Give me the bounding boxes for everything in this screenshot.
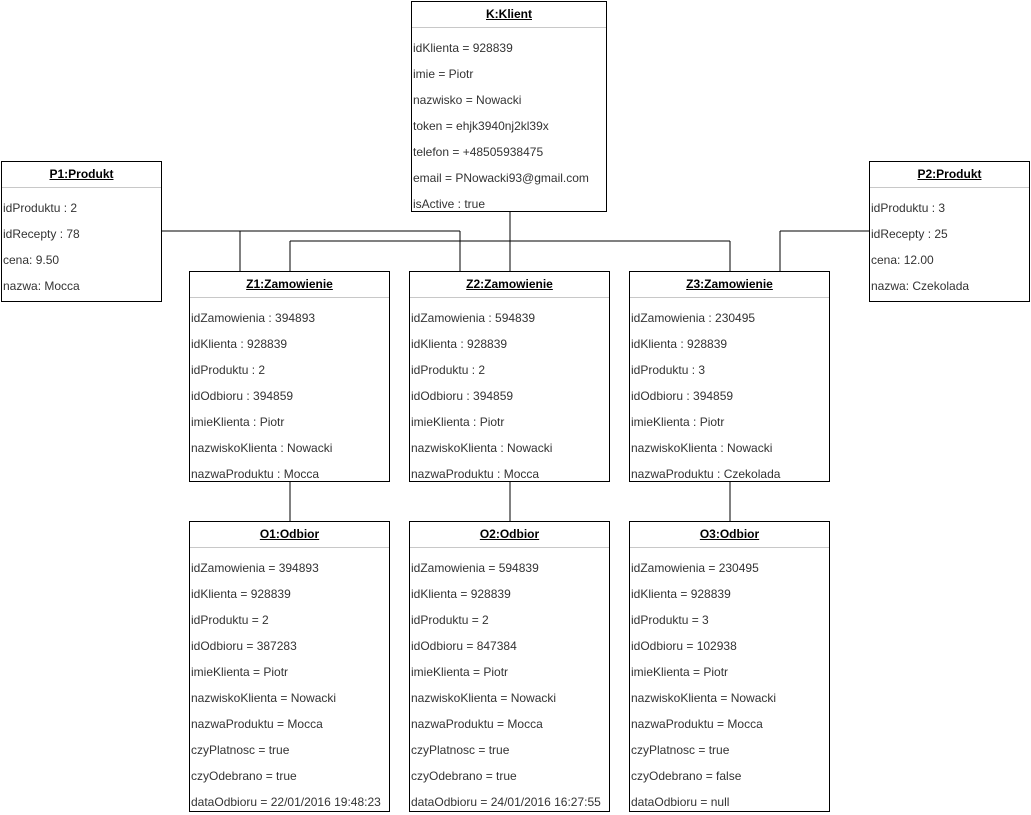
attribute: nazwiskoKlienta = Nowacki <box>631 691 777 705</box>
attribute: idKlienta = 928839 <box>413 41 513 55</box>
attribute: telefon = +48505938475 <box>413 145 544 159</box>
attribute: czyPlatnosc = true <box>411 743 510 757</box>
object-o3-odbior: O3:Odbior idZamowienia = 230495 idKlient… <box>629 521 830 812</box>
attribute: idProduktu : 3 <box>871 201 946 215</box>
attribute: nazwiskoKlienta : Nowacki <box>411 441 553 455</box>
attribute: imie = Piotr <box>413 67 474 81</box>
object-title: Z3:Zamowienie <box>630 272 829 298</box>
attribute-list: idZamowienia : 394893 idKlienta : 928839… <box>190 298 389 487</box>
attribute: nazwaProduktu : Mocca <box>191 467 320 481</box>
attribute: idKlienta = 928839 <box>631 587 731 601</box>
attribute: imieKlienta : Piotr <box>191 415 285 429</box>
attribute: cena: 12.00 <box>871 253 934 267</box>
object-z2-zamowienie: Z2:Zamowienie idZamowienia : 594839 idKl… <box>409 271 610 482</box>
attribute: token = ehjk3940nj2kl39x <box>413 119 549 133</box>
attribute: imieKlienta = Piotr <box>411 665 509 679</box>
attribute: nazwaProduktu : Mocca <box>411 467 540 481</box>
attribute: nazwisko = Nowacki <box>413 93 522 107</box>
attribute: idProduktu = 2 <box>191 613 269 627</box>
object-p1-produkt: P1:Produkt idProduktu : 2 idRecepty : 78… <box>1 161 162 302</box>
attribute: dataOdbioru = 22/01/2016 19:48:23 <box>191 795 381 809</box>
object-title: O3:Odbior <box>630 522 829 548</box>
attribute: idZamowienia = 594839 <box>411 561 539 575</box>
attribute: idOdbioru = 102938 <box>631 639 737 653</box>
attribute: czyPlatnosc = true <box>191 743 290 757</box>
object-k-klient: K:Klient idKlienta = 928839 imie = Piotr… <box>411 1 607 212</box>
object-o2-odbior: O2:Odbior idZamowienia = 594839 idKlient… <box>409 521 610 812</box>
attribute: czyOdebrano = false <box>631 769 742 783</box>
attribute: dataOdbioru = null <box>631 795 730 809</box>
attribute: nazwiskoKlienta = Nowacki <box>411 691 557 705</box>
attribute: imieKlienta : Piotr <box>411 415 505 429</box>
attribute: idZamowienia : 230495 <box>631 311 756 325</box>
object-o1-odbior: O1:Odbior idZamowienia = 394893 idKlient… <box>189 521 390 812</box>
attribute: idProduktu : 2 <box>411 363 486 377</box>
attribute: idOdbioru = 387283 <box>191 639 297 653</box>
attribute: idOdbioru : 394859 <box>411 389 514 403</box>
object-title: P1:Produkt <box>2 162 161 188</box>
object-z1-zamowienie: Z1:Zamowienie idZamowienia : 394893 idKl… <box>189 271 390 482</box>
attribute: idRecepty : 78 <box>3 227 80 241</box>
attribute: czyPlatnosc = true <box>631 743 730 757</box>
object-title: K:Klient <box>412 2 606 28</box>
attribute: imieKlienta : Piotr <box>631 415 725 429</box>
attribute: nazwa: Czekolada <box>871 279 970 293</box>
attribute: imieKlienta = Piotr <box>191 665 289 679</box>
attribute: idProduktu = 2 <box>411 613 489 627</box>
attribute: idKlienta : 928839 <box>411 337 508 351</box>
attribute: idRecepty : 25 <box>871 227 948 241</box>
attribute-list: idZamowienia = 230495 idKlienta = 928839… <box>630 548 829 815</box>
attribute: idZamowienia = 230495 <box>631 561 759 575</box>
attribute: nazwaProduktu = Mocca <box>411 717 543 731</box>
attribute-list: idProduktu : 2 idRecepty : 78 cena: 9.50… <box>2 188 161 299</box>
object-title: O2:Odbior <box>410 522 609 548</box>
attribute: nazwaProduktu = Mocca <box>191 717 323 731</box>
object-title: P2:Produkt <box>870 162 1029 188</box>
attribute: idProduktu : 2 <box>191 363 266 377</box>
attribute: nazwiskoKlienta = Nowacki <box>191 691 337 705</box>
object-title: Z1:Zamowienie <box>190 272 389 298</box>
attribute: idZamowienia = 394893 <box>191 561 319 575</box>
attribute: idOdbioru : 394859 <box>191 389 294 403</box>
attribute: idKlienta = 928839 <box>191 587 291 601</box>
attribute: czyOdebrano = true <box>191 769 297 783</box>
attribute: idKlienta : 928839 <box>631 337 728 351</box>
attribute: idKlienta : 928839 <box>191 337 288 351</box>
attribute: idOdbioru : 394859 <box>631 389 734 403</box>
attribute: isActive : true <box>413 197 486 211</box>
attribute: czyOdebrano = true <box>411 769 517 783</box>
attribute: idProduktu = 3 <box>631 613 709 627</box>
attribute: nazwiskoKlienta : Nowacki <box>191 441 333 455</box>
attribute: nazwaProduktu = Mocca <box>631 717 763 731</box>
attribute: idProduktu : 3 <box>631 363 706 377</box>
attribute: idZamowienia : 594839 <box>411 311 536 325</box>
attribute: imieKlienta = Piotr <box>631 665 729 679</box>
attribute: idProduktu : 2 <box>3 201 78 215</box>
object-title: Z2:Zamowienie <box>410 272 609 298</box>
attribute: idKlienta = 928839 <box>411 587 511 601</box>
attribute-list: idZamowienia : 594839 idKlienta : 928839… <box>410 298 609 487</box>
attribute: cena: 9.50 <box>3 253 60 267</box>
attribute-list: idZamowienia = 594839 idKlienta = 928839… <box>410 548 609 815</box>
attribute-list: idZamowienia : 230495 idKlienta : 928839… <box>630 298 829 487</box>
attribute: dataOdbioru = 24/01/2016 16:27:55 <box>411 795 601 809</box>
attribute: nazwaProduktu : Czekolada <box>631 467 781 481</box>
attribute: idOdbioru = 847384 <box>411 639 517 653</box>
attribute: idZamowienia : 394893 <box>191 311 316 325</box>
object-p2-produkt: P2:Produkt idProduktu : 3 idRecepty : 25… <box>869 161 1030 302</box>
object-title: O1:Odbior <box>190 522 389 548</box>
attribute-list: idProduktu : 3 idRecepty : 25 cena: 12.0… <box>870 188 1029 299</box>
attribute: email = PNowacki93@gmail.com <box>413 171 589 185</box>
attribute-list: idKlienta = 928839 imie = Piotr nazwisko… <box>412 28 606 217</box>
attribute: nazwa: Mocca <box>3 279 80 293</box>
object-z3-zamowienie: Z3:Zamowienie idZamowienia : 230495 idKl… <box>629 271 830 482</box>
attribute: nazwiskoKlienta : Nowacki <box>631 441 773 455</box>
attribute-list: idZamowienia = 394893 idKlienta = 928839… <box>190 548 389 815</box>
